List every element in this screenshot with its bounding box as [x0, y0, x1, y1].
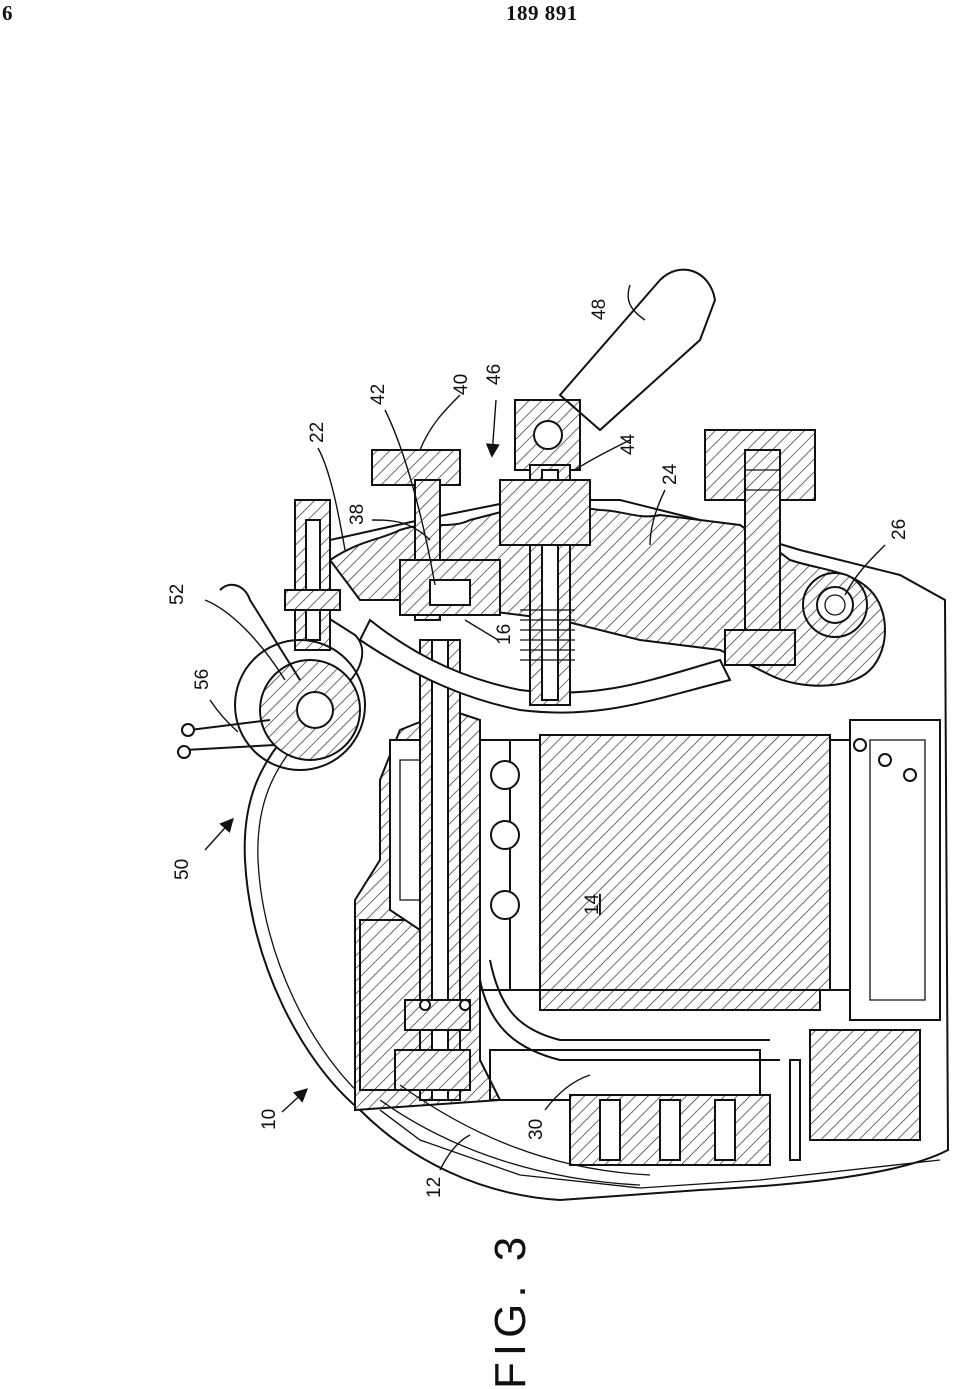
- ref-48: 48: [589, 299, 610, 320]
- left-screw-assembly-38: [371, 449, 501, 621]
- ref-42: 42: [368, 384, 389, 405]
- base-plate-lines: [379, 1084, 651, 1186]
- left-screw-22: [284, 499, 341, 651]
- leader-lines: [204, 284, 886, 1171]
- main-shaft: [394, 639, 471, 1101]
- ref-50: 50: [172, 859, 193, 880]
- page-header: 6 189 891: [0, 0, 960, 30]
- ref-44: 44: [618, 433, 639, 455]
- ref-26: 26: [889, 519, 910, 540]
- rotary-knob-52: [177, 583, 366, 771]
- ref-12: 12: [424, 1177, 445, 1198]
- stator-block-14: [479, 734, 851, 1061]
- page-number: 6: [2, 1, 13, 25]
- lever-assembly-44: [499, 268, 717, 706]
- ref-46: 46: [484, 364, 505, 385]
- right-screw-assembly: [704, 429, 816, 666]
- ref-10: 10: [259, 1109, 280, 1130]
- ref-30: 30: [526, 1119, 547, 1140]
- ref-40: 40: [451, 374, 472, 395]
- ref-52: 52: [167, 584, 188, 605]
- lower-right-components: [789, 719, 941, 1161]
- ref-14: 14: [582, 893, 603, 915]
- patent-number: 189 891: [506, 1, 578, 25]
- ref-56: 56: [192, 669, 213, 690]
- ref-38: 38: [347, 504, 368, 525]
- pivot-26: [802, 572, 868, 638]
- ref-22: 22: [307, 422, 328, 443]
- ref-16: 16: [494, 624, 515, 645]
- figure-label: FIG. 3: [486, 1231, 535, 1389]
- ref-24: 24: [660, 463, 681, 485]
- gear-30: [489, 1049, 771, 1166]
